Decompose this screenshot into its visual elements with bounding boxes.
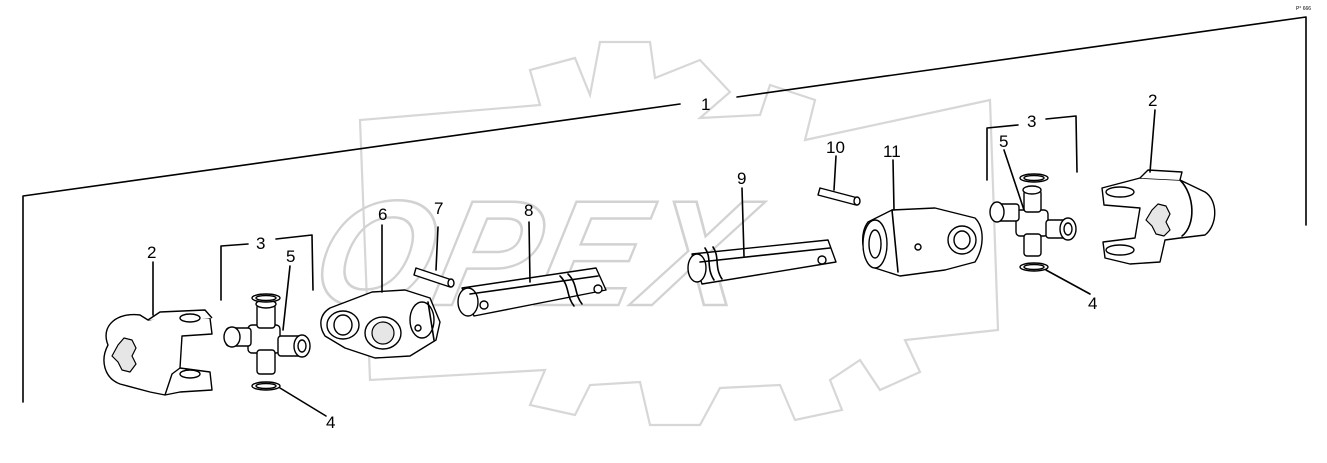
callout-8: 8	[524, 201, 533, 220]
inner-yoke-tube	[320, 289, 441, 359]
right-joint-bracket	[986, 115, 1078, 181]
callout-2-right: 2	[1148, 91, 1157, 110]
left-snap-rings	[251, 293, 281, 391]
inner-profile-tube	[687, 239, 837, 285]
bracket-right-segment	[736, 16, 1307, 226]
callout-3-right: 3	[1027, 112, 1036, 131]
spring-pin-left	[413, 267, 455, 288]
callout-4-left: 4	[326, 413, 335, 432]
callout-3-left: 3	[256, 234, 265, 253]
callout-2-left: 2	[147, 243, 156, 262]
callout-6: 6	[378, 205, 387, 224]
outer-profile-tube	[457, 267, 607, 317]
reference-code: P° 666	[1296, 6, 1311, 12]
callout-9: 9	[737, 169, 746, 188]
callout-7: 7	[434, 199, 443, 218]
assembly-bracket	[22, 16, 1307, 403]
callout-labels: 1 2 3 5 6 7 8 4 9 10 11 3 5 2 4	[147, 91, 1157, 432]
outer-yoke-tube	[862, 207, 983, 277]
callout-1: 1	[701, 95, 710, 114]
callout-5-right: 5	[999, 132, 1008, 151]
callout-4-right: 4	[1088, 294, 1097, 313]
leader-lines	[152, 109, 1156, 417]
spring-pin-right	[817, 187, 861, 206]
left-yoke	[103, 309, 213, 396]
callout-5-left: 5	[286, 247, 295, 266]
left-cross-journal	[223, 299, 311, 375]
callout-10: 10	[826, 138, 845, 157]
right-cross-journal	[989, 185, 1077, 257]
left-joint-bracket	[220, 234, 314, 301]
bracket-left-segment	[22, 103, 681, 403]
right-yoke	[1101, 169, 1216, 265]
callout-11: 11	[883, 142, 901, 161]
right-snap-rings	[1019, 173, 1049, 272]
